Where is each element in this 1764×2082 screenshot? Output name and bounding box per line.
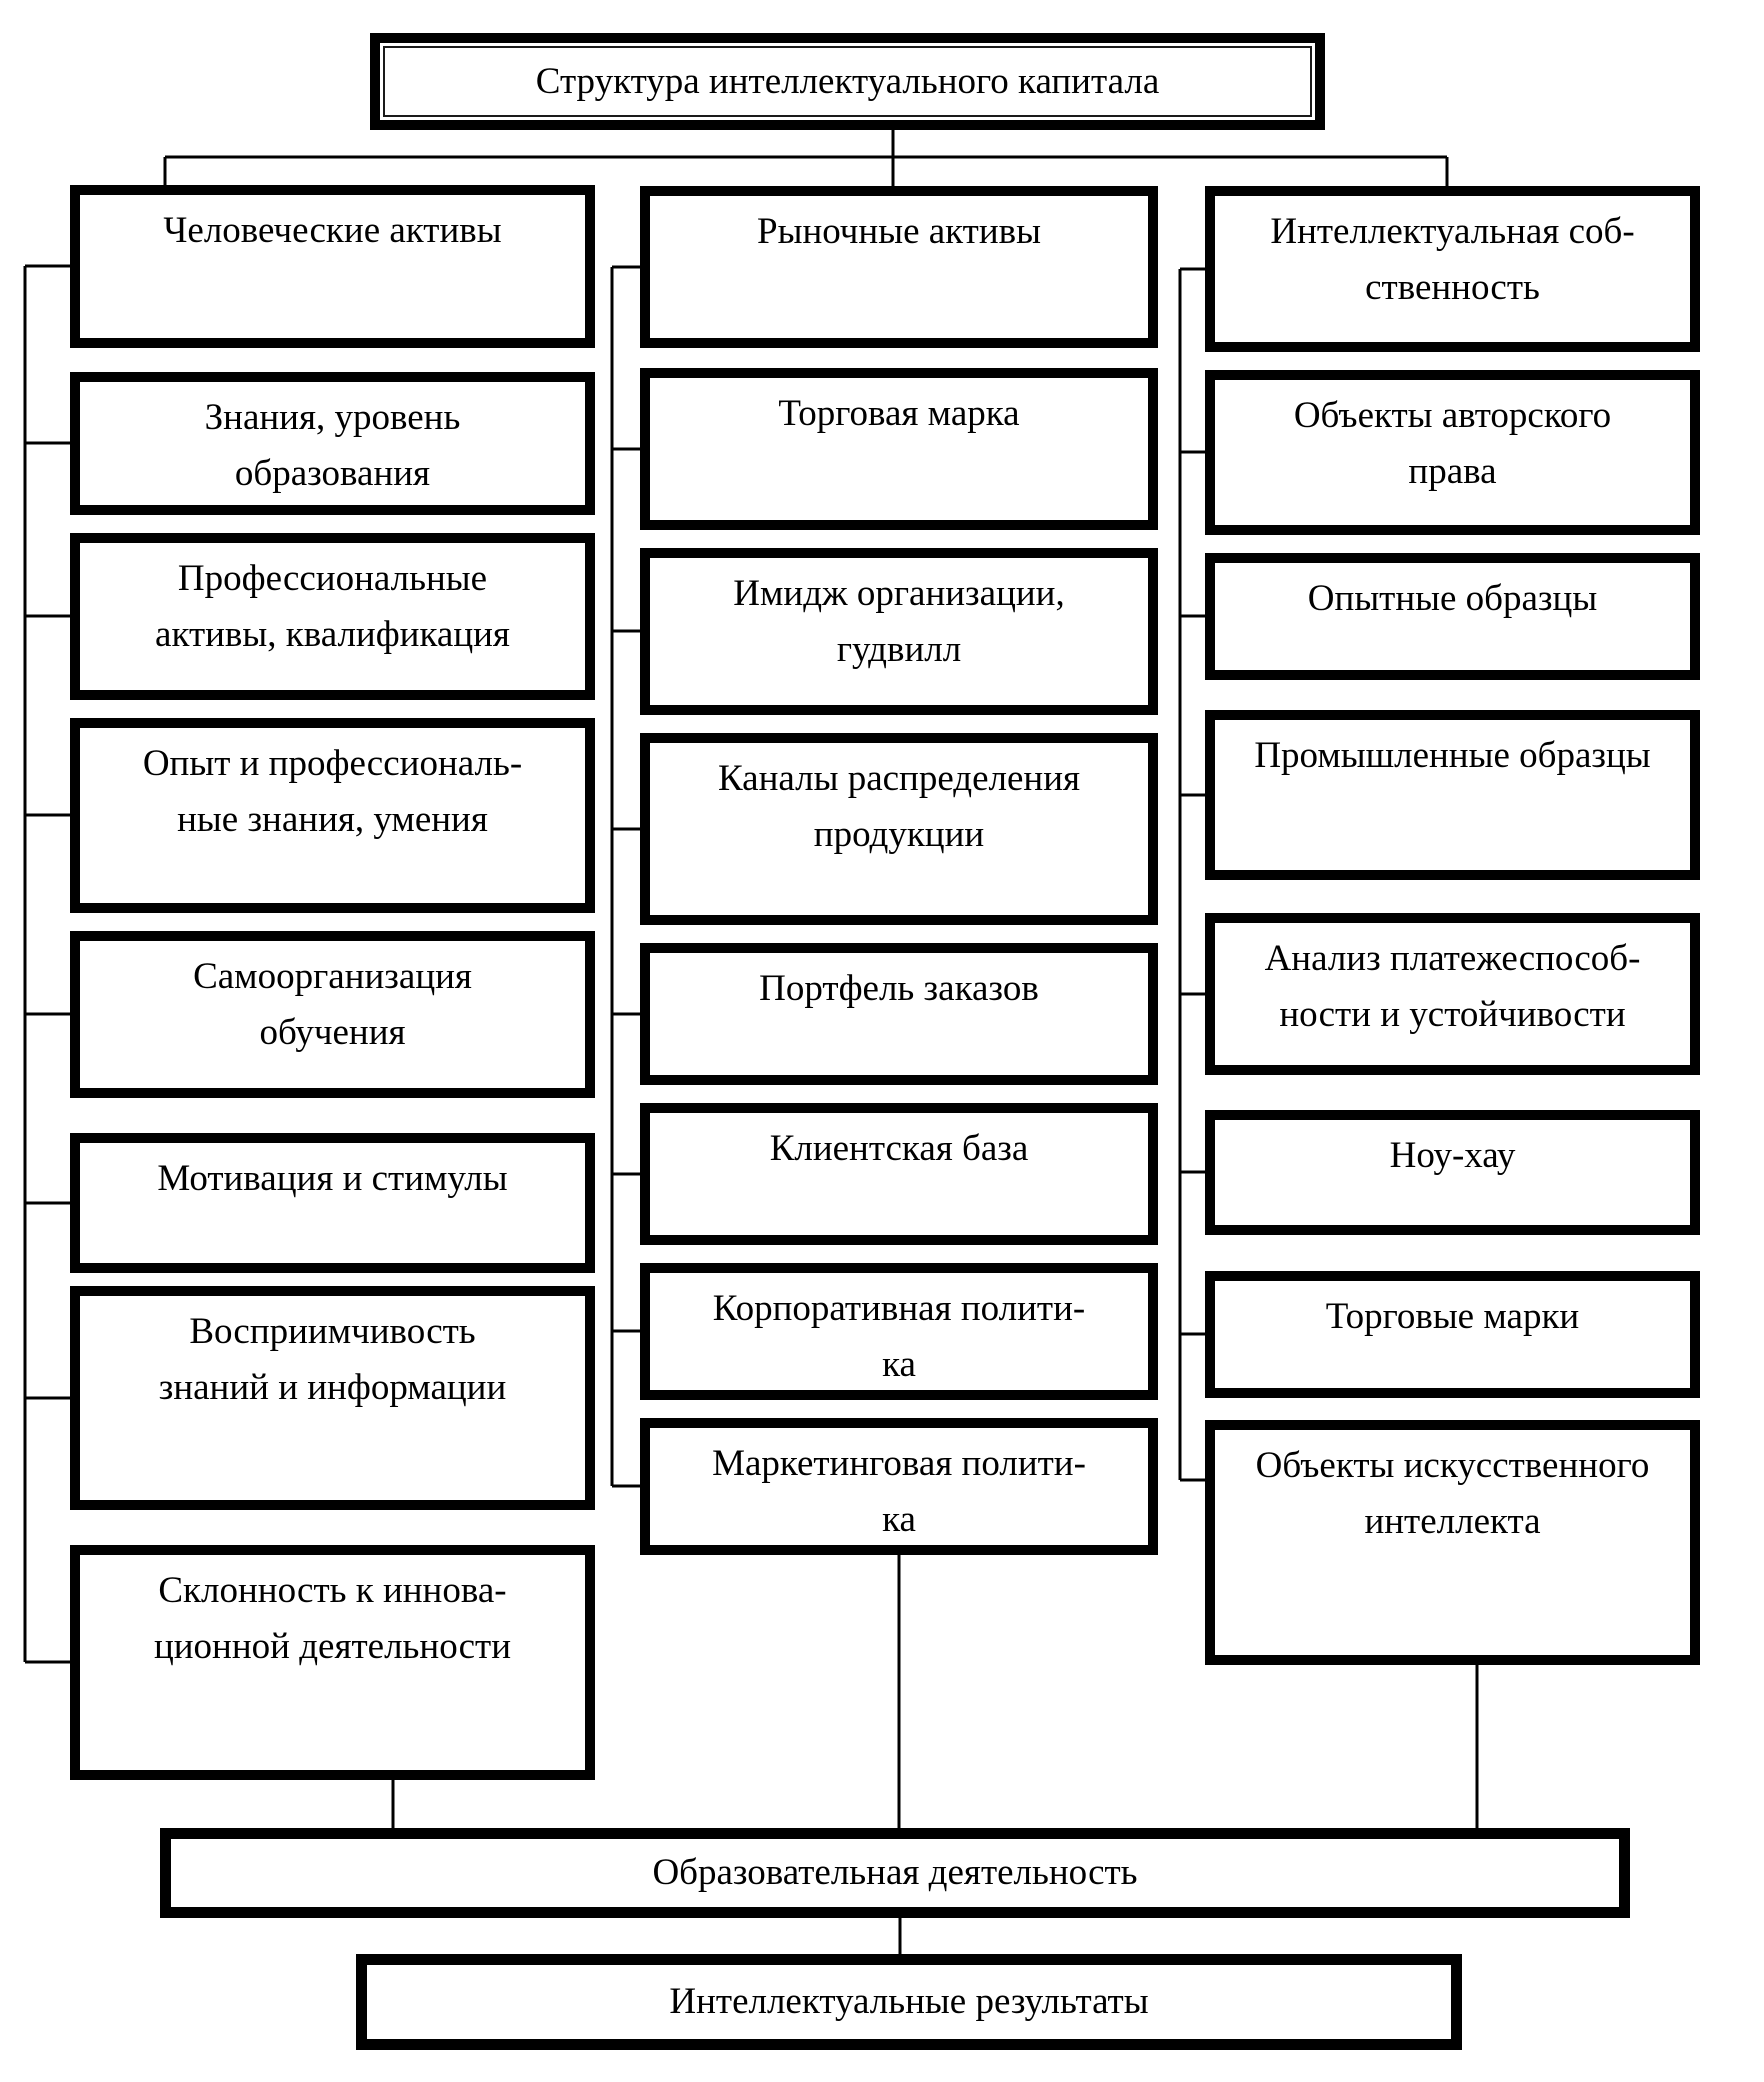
node-client-base: Клиентская база — [640, 1103, 1158, 1245]
node-label: Знания, уровень образования — [204, 397, 461, 494]
node-receptivity-knowledge: Восприимчивость знаний и информации — [70, 1286, 595, 1510]
node-market-assets: Рыночные активы — [640, 186, 1158, 348]
node-order-portfolio: Портфель заказов — [640, 943, 1158, 1085]
node-title: Структура интеллектуального капитала — [370, 33, 1325, 130]
node-label: Промышленные образцы — [1254, 735, 1651, 776]
node-corporate-policy: Корпоративная полити- ка — [640, 1263, 1158, 1400]
node-label: Мотивация и стимулы — [157, 1158, 508, 1199]
node-label: Ноу-хау — [1389, 1135, 1516, 1176]
node-innovation-propensity: Склонность к иннова- ционной деятельност… — [70, 1545, 595, 1780]
node-distribution-channels: Каналы распределения продукции — [640, 733, 1158, 925]
node-motivation-incentives: Мотивация и стимулы — [70, 1133, 595, 1273]
node-industrial-designs: Промышленные образцы — [1205, 710, 1700, 880]
node-self-organization: Самоорганизация обучения — [70, 931, 595, 1098]
node-label: Опытные образцы — [1307, 578, 1598, 619]
node-educational-activity: Образовательная деятельность — [160, 1828, 1630, 1918]
node-ai-objects: Объекты искусственного интеллекта — [1205, 1420, 1700, 1665]
node-label: Каналы распределения продукции — [717, 758, 1081, 855]
node-label: Самоорганизация обучения — [193, 956, 472, 1053]
node-label: Объекты авторского права — [1293, 395, 1612, 492]
node-label: Структура интеллектуального капитала — [535, 60, 1160, 102]
node-label: Корпоративная полити- ка — [712, 1288, 1086, 1385]
node-human-assets: Человеческие активы — [70, 185, 595, 348]
node-label: Портфель заказов — [759, 968, 1039, 1009]
node-solvency-analysis: Анализ платежеспособ- ности и устойчивос… — [1205, 913, 1700, 1075]
node-label: Восприимчивость знаний и информации — [158, 1311, 507, 1408]
node-prototypes: Опытные образцы — [1205, 553, 1700, 680]
node-label: Объекты искусственного интеллекта — [1255, 1445, 1650, 1542]
node-label: Клиентская база — [769, 1128, 1029, 1169]
node-image-goodwill: Имидж организации, гудвилл — [640, 548, 1158, 715]
node-knowledge-education: Знания, уровень образования — [70, 372, 595, 515]
node-label: Интеллектуальные результаты — [669, 1981, 1149, 2023]
node-label: Склонность к иннова- ционной деятельност… — [153, 1570, 512, 1667]
node-label: Анализ платежеспособ- ности и устойчивос… — [1264, 938, 1641, 1035]
node-label: Торговая марка — [778, 393, 1020, 434]
node-trademark: Торговая марка — [640, 368, 1158, 530]
node-intellectual-results: Интеллектуальные результаты — [356, 1954, 1462, 2050]
node-know-how: Ноу-хау — [1205, 1110, 1700, 1235]
node-label: Человеческие активы — [163, 210, 502, 251]
node-label: Образовательная деятельность — [652, 1852, 1138, 1894]
node-label: Торговые марки — [1325, 1296, 1580, 1337]
node-copyright-objects: Объекты авторского права — [1205, 370, 1700, 535]
node-label: Интеллектуальная соб- ственность — [1270, 211, 1635, 308]
node-label: Рыночные активы — [757, 211, 1041, 252]
node-label: Опыт и профессиональ- ные знания, умения — [142, 743, 523, 840]
node-trademarks: Торговые марки — [1205, 1271, 1700, 1398]
node-label: Профессиональные активы, квалификация — [155, 558, 510, 655]
node-professional-assets: Профессиональные активы, квалификация — [70, 533, 595, 700]
node-experience-skills: Опыт и профессиональ- ные знания, умения — [70, 718, 595, 913]
node-intellectual-property: Интеллектуальная соб- ственность — [1205, 186, 1700, 352]
node-marketing-policy: Маркетинговая полити- ка — [640, 1418, 1158, 1555]
node-label: Имидж организации, гудвилл — [733, 573, 1065, 670]
node-label: Маркетинговая полити- ка — [712, 1443, 1086, 1540]
